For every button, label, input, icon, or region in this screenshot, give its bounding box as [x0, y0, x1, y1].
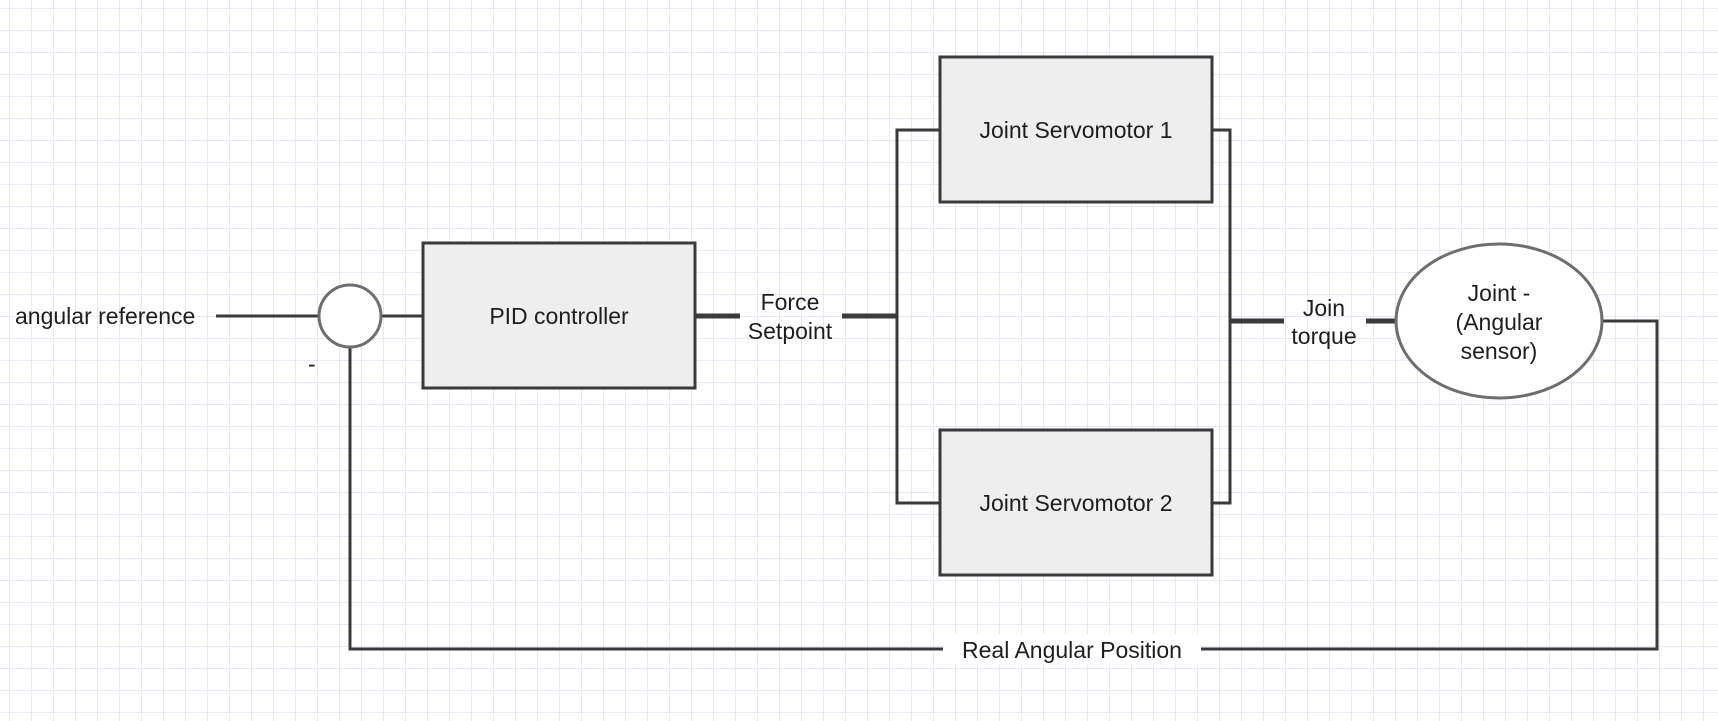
- force-setpoint-label-line1: Force: [761, 289, 820, 315]
- servomotor-2-block[interactable]: [938, 428, 1214, 577]
- joint-label-line1: Joint -: [1468, 280, 1531, 306]
- pid-label: PID controller: [489, 303, 629, 329]
- input-label: angular reference: [15, 303, 195, 329]
- joint-label-line3: sensor): [1461, 338, 1538, 364]
- joint-sensor-node[interactable]: [1394, 242, 1604, 400]
- force-setpoint-label-line2: Setpoint: [748, 318, 833, 344]
- servo-merge-wire: [1212, 128, 1232, 505]
- servo1-label: Joint Servomotor 1: [979, 117, 1172, 143]
- torque-label-line2: torque: [1291, 323, 1356, 349]
- servo2-label: Joint Servomotor 2: [979, 490, 1172, 516]
- pid-controller-block[interactable]: [421, 241, 697, 390]
- sum-sign-label: -: [308, 351, 316, 377]
- connectors: [216, 128, 1659, 651]
- feedback-label-bg: [943, 634, 1201, 664]
- torque-label-line1: Join: [1303, 295, 1345, 321]
- servomotor-1-block[interactable]: [938, 55, 1214, 204]
- feedback-label: Real Angular Position: [962, 637, 1182, 663]
- feedback-wire-right: [1201, 319, 1659, 651]
- feedback-wire-left: [348, 347, 943, 651]
- joint-label-line2: (Angular: [1456, 309, 1543, 335]
- summing-junction[interactable]: [317, 283, 383, 349]
- servo-split-wire: [895, 128, 940, 505]
